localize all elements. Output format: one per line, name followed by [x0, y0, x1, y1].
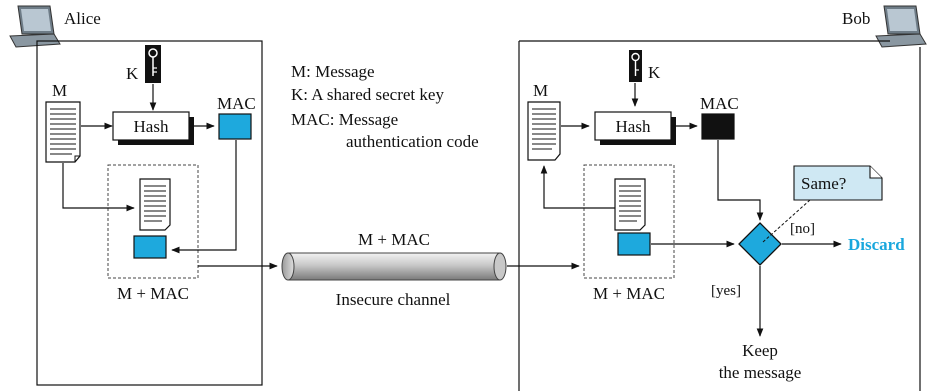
keep-label-1: Keep — [742, 341, 778, 360]
alice-hash-box — [112, 111, 194, 145]
bob-package-label: M + MAC — [593, 284, 665, 303]
bob-mac-block — [701, 113, 735, 140]
alice-package-box — [107, 164, 199, 279]
bob-package-to-m-arrow — [540, 165, 615, 209]
yes-label: [yes] — [711, 283, 741, 299]
bob-package-mac-block — [617, 232, 651, 256]
same-note-box — [793, 165, 883, 201]
bob-hash-label: Hash — [615, 117, 651, 136]
alice-mac-to-package-arrow — [171, 140, 237, 254]
bob-key-icon — [629, 50, 642, 82]
bob-hash-box — [594, 111, 676, 145]
channel-top-label: M + MAC — [358, 230, 430, 249]
alice-mac-block — [218, 113, 252, 140]
legend-mac-cont: authentication code — [346, 132, 479, 151]
same-note-connector — [762, 199, 811, 243]
alice-m-label: M — [52, 81, 68, 100]
legend-k: K: A shared secret key — [291, 85, 444, 104]
bob-message-document-icon — [527, 101, 561, 161]
alice-message-document-icon — [45, 101, 81, 163]
discard-label: Discard — [848, 235, 905, 254]
bob-k-label: K — [648, 63, 661, 82]
alice-hash-label: Hash — [133, 117, 169, 136]
alice-package-document-icon — [139, 178, 171, 231]
alice-k-label: K — [126, 64, 139, 83]
bob-mac-to-compare-arrow — [717, 140, 764, 221]
compare-decision-diamond — [738, 222, 782, 266]
keep-label-2: the message — [718, 363, 802, 382]
bob-laptop-icon — [875, 5, 927, 48]
channel-bottom-label: Insecure channel — [335, 290, 451, 309]
alice-key-icon — [145, 45, 161, 83]
alice-name-label: Alice — [64, 9, 101, 28]
bob-package-box — [583, 164, 675, 279]
insecure-channel-pipe — [281, 252, 507, 281]
alice-laptop-icon — [9, 5, 61, 48]
alice-package-mac-block — [133, 235, 167, 259]
legend-mac: MAC: Message — [291, 110, 399, 129]
alice-m-to-package-arrow — [62, 163, 135, 212]
bob-m-label: M — [533, 81, 549, 100]
bob-box — [518, 40, 921, 391]
alice-box — [36, 40, 263, 386]
alice-mac-label: MAC — [217, 94, 256, 113]
bob-package-document-icon — [614, 178, 646, 231]
no-label: [no] — [790, 221, 815, 237]
bob-name-label: Bob — [842, 9, 871, 28]
compare-label: Same? — [801, 174, 847, 193]
alice-package-label: M + MAC — [117, 284, 189, 303]
bob-mac-label: MAC — [700, 94, 739, 113]
legend-m: M: Message — [291, 62, 375, 81]
